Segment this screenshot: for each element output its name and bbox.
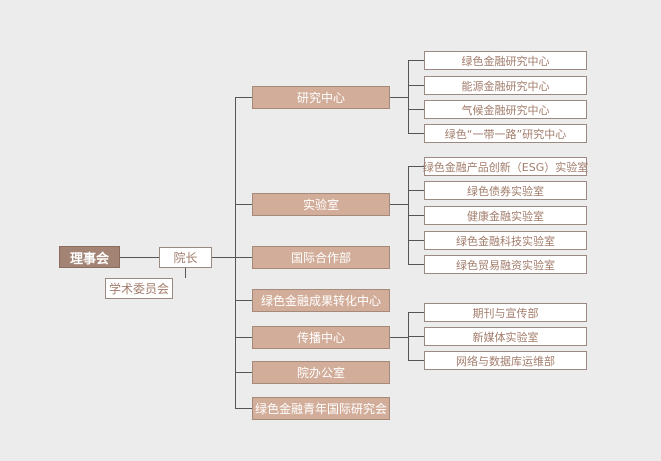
- sub-unit-node: 绿色债券实验室: [424, 181, 587, 200]
- sub-unit-node: 绿色贸易融资实验室: [424, 255, 587, 274]
- sub-unit-node: 网络与数据库运维部: [424, 351, 587, 370]
- dept-general-office: 院办公室: [252, 361, 390, 384]
- sub-unit-node: 绿色金融研究中心: [424, 51, 587, 70]
- dept-achievement-transfer-center: 绿色金融成果转化中心: [252, 289, 390, 312]
- sub-unit-node: 能源金融研究中心: [424, 76, 587, 95]
- dept-international-cooperation: 国际合作部: [252, 246, 390, 269]
- sub-unit-node: 绿色金融科技实验室: [424, 231, 587, 250]
- sub-unit-node: 健康金融实验室: [424, 206, 587, 225]
- board-of-directors-node: 理事会: [59, 246, 120, 268]
- dept-research-center: 研究中心: [252, 86, 390, 109]
- sub-unit-node: 新媒体实验室: [424, 327, 587, 346]
- dept-communication-center: 传播中心: [252, 326, 390, 349]
- sub-unit-node: 期刊与宣传部: [424, 303, 587, 322]
- academic-committee-node: 学术委员会: [105, 278, 173, 299]
- sub-unit-node: 绿色“一带一路”研究中心: [424, 124, 587, 143]
- dept-laboratory: 实验室: [252, 193, 390, 216]
- sub-unit-node: 气候金融研究中心: [424, 100, 587, 119]
- president-node: 院长: [159, 247, 212, 268]
- sub-unit-node: 绿色金融产品创新（ESG）实验室: [423, 157, 588, 176]
- dept-youth-research-society: 绿色金融青年国际研究会: [252, 397, 390, 420]
